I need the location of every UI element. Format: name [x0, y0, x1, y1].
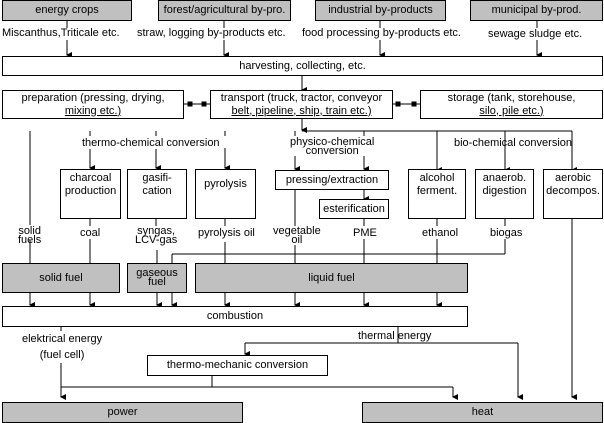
gasification-box: gasifi- cation	[127, 169, 187, 219]
thermo-mechanic-label: thermo-mechanic conversion	[166, 359, 309, 371]
combustion-label: combustion	[206, 310, 264, 322]
heat-box: heat	[362, 402, 603, 423]
process-line: production	[64, 185, 117, 197]
transport-line-2: belt, pipeline, ship, train etc.)	[231, 104, 372, 117]
source-examples-municipal: sewage sludge etc.	[488, 28, 583, 40]
process-line: anaerob.	[482, 172, 527, 184]
preparation-line-2: mixing etc.)	[64, 104, 122, 117]
product-syngas: syngas, LCV-gas	[135, 225, 178, 246]
process-line: cation	[142, 185, 172, 197]
physico-chemical-line-2: conversion	[305, 145, 359, 157]
source-forest-agricultural: forest/agricultural by-pro.	[158, 0, 291, 21]
source-title: municipal by-prod.	[491, 4, 582, 16]
process-line: alcohol	[419, 172, 455, 184]
physico-chemical-line-1: physico-chemical	[290, 136, 375, 148]
physico-chemical-label: physico-chemical conversion	[290, 136, 375, 157]
source-title: energy crops	[35, 4, 99, 16]
anaerobic-digestion-box: anaerob. digestion	[475, 169, 534, 219]
electrical-line: (fuel cell)	[39, 349, 85, 361]
product-biogas: biogas	[490, 227, 523, 239]
preparation-line-1: preparation (pressing, drying,	[21, 91, 165, 104]
esterification-box: esterification	[319, 199, 389, 219]
product-ethanol: ethanol	[422, 227, 459, 239]
product-line: syngas,	[137, 225, 176, 237]
process-line: esterification	[323, 202, 385, 215]
process-line: aerobic	[554, 172, 592, 184]
transport-line-1: transport (truck, tractor, conveyor	[220, 91, 383, 104]
bio-chemical-label: bio-chemical conversion	[454, 137, 572, 149]
harvesting-label: harvesting, collecting, etc.	[239, 59, 366, 72]
process-line: gasifi-	[142, 172, 172, 184]
electrical-energy-label: elektrical energy (fuel cell)	[22, 331, 103, 363]
process-line: digestion	[482, 185, 527, 197]
product-line: solid	[18, 225, 41, 237]
product-pme: PME	[353, 227, 377, 239]
process-line: pressing/extraction	[285, 173, 379, 186]
product-pyrolysis-oil: pyrolysis oil	[198, 227, 255, 239]
source-examples-forest: straw, logging by-products etc.	[137, 27, 286, 39]
power-box: power	[2, 402, 243, 423]
charcoal-production-box: charcoal production	[60, 169, 121, 219]
solid-fuel-box: solid fuel	[2, 263, 120, 293]
source-examples-energy-crops: Miscanthus,Triticale etc.	[2, 27, 120, 39]
process-line: pyrolysis	[204, 178, 247, 190]
combustion-box: combustion	[2, 306, 468, 327]
thermo-mechanic-conversion-box: thermo-mechanic conversion	[147, 355, 328, 376]
electrical-line: elektrical energy	[22, 333, 103, 345]
fuel-type-label: fuel	[148, 276, 166, 288]
thermo-chemical-label: thermo-chemical conversion	[80, 137, 222, 149]
power-label: power	[107, 406, 138, 418]
thermal-energy-label: thermal energy	[358, 330, 432, 342]
fuel-type-label: gaseous	[136, 267, 178, 279]
preparation-box: preparation (pressing, drying, mixing et…	[2, 90, 184, 119]
source-examples-industrial: food processing by-products etc.	[302, 27, 461, 39]
process-line: charcoal	[69, 172, 112, 184]
fuel-type-label: solid fuel	[39, 271, 83, 284]
source-municipal: municipal by-prod.	[470, 0, 603, 21]
aerobic-decomposition-box: aerobic decompos.	[543, 169, 603, 219]
product-line: LCV-gas	[135, 234, 178, 246]
product-line: vegetable	[273, 225, 321, 237]
source-industrial: industrial by-products	[315, 0, 446, 21]
process-line: decompos.	[546, 185, 600, 197]
process-line: ferment.	[416, 185, 458, 197]
source-energy-crops: energy crops	[2, 0, 132, 21]
fuel-type-label: liquid fuel	[308, 271, 355, 284]
product-coal: coal	[80, 227, 101, 239]
pyrolysis-box: pyrolysis	[195, 169, 256, 219]
product-line: oil	[291, 234, 303, 246]
pressing-extraction-box: pressing/extraction	[275, 170, 389, 190]
source-title: industrial by-products	[328, 4, 433, 16]
liquid-fuel-box: liquid fuel	[195, 263, 468, 293]
storage-line-2: silo, pile etc.)	[479, 104, 544, 117]
gaseous-fuel-box: gaseous fuel	[127, 263, 187, 293]
product-line: fuels	[18, 234, 42, 246]
storage-box: storage (tank, storehouse, silo, pile et…	[420, 90, 603, 119]
source-title: forest/agricultural by-pro.	[163, 4, 286, 16]
product-vegetable-oil: vegetable oil	[273, 225, 321, 246]
alcohol-fermentation-box: alcohol ferment.	[408, 169, 466, 219]
storage-line-1: storage (tank, storehouse,	[447, 91, 576, 104]
product-solid-fuels: solid fuels	[18, 225, 42, 246]
heat-label: heat	[471, 406, 494, 418]
transport-box: transport (truck, tractor, conveyor belt…	[210, 90, 393, 119]
harvesting-box: harvesting, collecting, etc.	[2, 56, 603, 76]
